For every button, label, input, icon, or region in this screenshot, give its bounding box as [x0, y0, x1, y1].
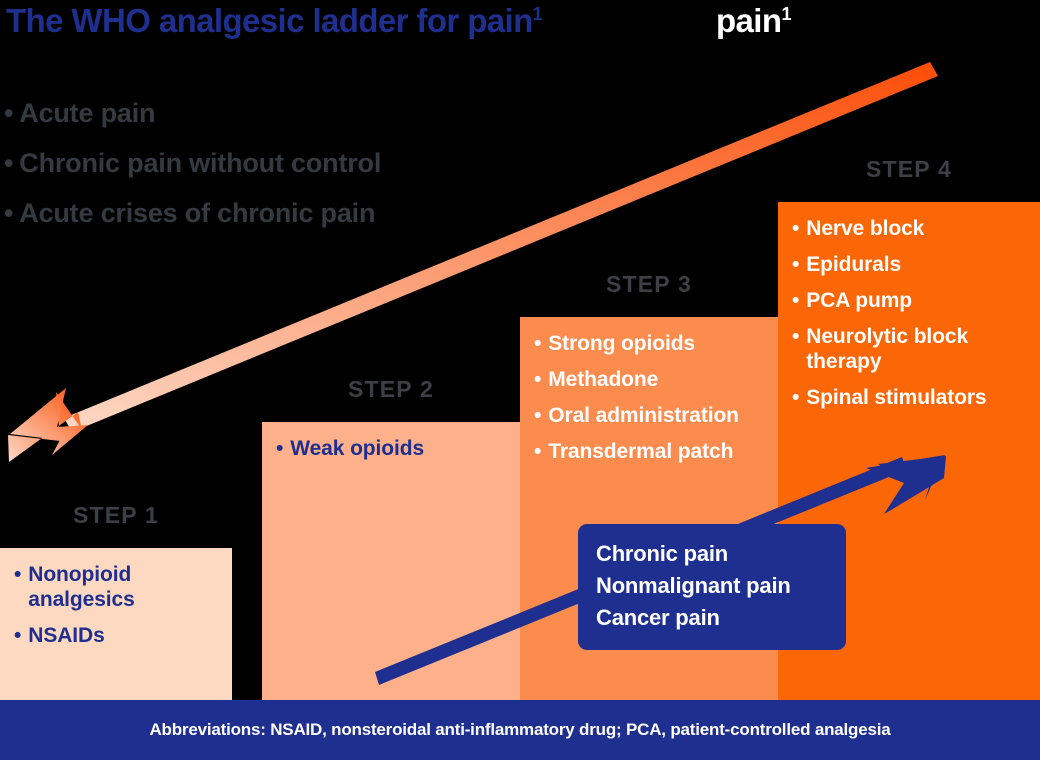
list-item: • PCA pump — [792, 288, 1026, 313]
bullet-icon: • — [4, 98, 14, 128]
bullet-icon: • — [534, 332, 542, 355]
step-item-label: Strong opioids — [548, 332, 696, 355]
step-item-label: Epidurals — [806, 253, 902, 276]
abbreviations-text: Abbreviations: NSAID, nonsteroidal anti-… — [149, 720, 891, 739]
step-body: • Weak opioids — [262, 422, 520, 700]
step-item-label: PCA pump — [806, 289, 913, 312]
bullet-icon: • — [534, 404, 542, 427]
step-item-label: Spinal stimulators — [806, 386, 987, 409]
list-item: • NSAIDs — [14, 623, 218, 648]
step-item-label: Weak opioids — [290, 437, 425, 460]
indication-label: Acute pain — [19, 98, 156, 128]
step-label: STEP 1 — [72, 502, 160, 528]
page-title-overlay-text: pain — [716, 2, 782, 39]
list-item: • Oral administration — [534, 403, 764, 428]
page-title-superscript: 1 — [532, 4, 543, 24]
bullet-icon: • — [792, 325, 800, 348]
bullet-icon: • — [4, 198, 14, 228]
list-item: • Epidurals — [792, 252, 1026, 277]
list-item: • Strong opioids — [534, 331, 764, 356]
indication-label: Acute crises of chronic pain — [19, 198, 376, 228]
step-column-2: STEP 2 • Weak opioids — [262, 376, 520, 700]
step-bullet-list: • Nonopioid analgesics • NSAIDs — [14, 562, 218, 648]
indications-list: •Acute pain •Chronic pain without contro… — [4, 88, 381, 238]
callout-line: Chronic pain — [596, 541, 729, 566]
footer-bar: Abbreviations: NSAID, nonsteroidal anti-… — [0, 700, 1040, 760]
bullet-icon: • — [534, 368, 542, 391]
bullet-icon: • — [276, 437, 284, 460]
step-bullet-list: • Weak opioids — [276, 436, 506, 461]
step-item-label: Nonopioid analgesics — [28, 563, 135, 611]
bullet-icon: • — [14, 624, 22, 647]
list-item: • Methadone — [534, 367, 764, 392]
step-item-label: Transdermal patch — [548, 440, 734, 463]
step-bullet-list: • Nerve block • Epidurals • PCA pump • Neuro… — [792, 216, 1026, 410]
step-item-label: Nerve block — [806, 217, 925, 240]
step-item-label: Methadone — [548, 368, 659, 391]
list-item: • Spinal stimulators — [792, 385, 1026, 410]
page-title: The WHO analgesic ladder for pain1 — [6, 2, 543, 40]
bullet-icon: • — [792, 386, 800, 409]
step-item-label: NSAIDs — [28, 624, 105, 647]
list-item: • Weak opioids — [276, 436, 506, 461]
bullet-icon: • — [792, 253, 800, 276]
indication-label: Chronic pain without control — [19, 148, 382, 178]
callout-line: Cancer pain — [596, 605, 720, 630]
step-column-1: STEP 1 • Nonopioid analgesics • NSAIDs — [0, 502, 232, 700]
bullet-icon: • — [4, 148, 14, 178]
step-label: STEP 2 — [347, 376, 435, 402]
step-item-label: Neurolytic block therapy — [806, 325, 969, 373]
step-label: STEP 3 — [605, 271, 693, 297]
step-label: STEP 4 — [865, 156, 953, 182]
bullet-icon: • — [792, 217, 800, 240]
bullet-icon: • — [792, 289, 800, 312]
bullet-icon: • — [14, 563, 22, 586]
step-bullet-list: • Strong opioids • Methadone • Oral adminis… — [534, 331, 764, 464]
list-item: • Nonopioid analgesics — [14, 562, 218, 612]
list-item: •Chronic pain without control — [4, 138, 381, 188]
step-item-label: Oral administration — [548, 404, 739, 427]
list-item: • Nerve block — [792, 216, 1026, 241]
page-title-overlay: pain1 — [716, 2, 791, 40]
page-title-overlay-superscript: 1 — [781, 4, 791, 24]
bullet-icon: • — [534, 440, 542, 463]
list-item: •Acute crises of chronic pain — [4, 188, 381, 238]
list-item: • Neurolytic block therapy — [792, 324, 1026, 374]
page-title-text: The WHO analgesic ladder for pain — [6, 2, 533, 39]
callout-box: Chronic pain Nonmalignant pain Cancer pa… — [578, 524, 846, 650]
list-item: •Acute pain — [4, 88, 381, 138]
callout-line: Nonmalignant pain — [596, 573, 791, 598]
step-body: • Nonopioid analgesics • NSAIDs — [0, 548, 232, 700]
list-item: • Transdermal patch — [534, 439, 764, 464]
